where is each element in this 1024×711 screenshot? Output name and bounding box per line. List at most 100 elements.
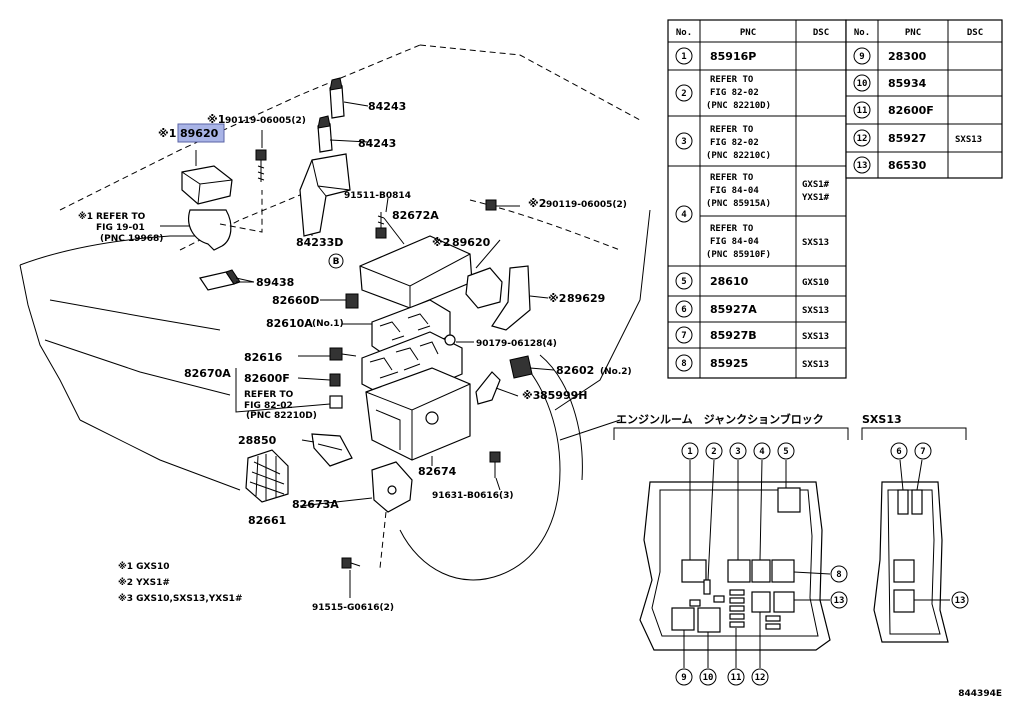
row-no: 3 (681, 137, 686, 147)
refer-fig-19-01-line1: REFER TO (96, 212, 146, 222)
leader-lines (235, 101, 555, 598)
label-82670A: 82670A (184, 367, 231, 380)
relay-89620-left[interactable] (177, 123, 233, 205)
table-row: 12 85927 SXS13 (853, 129, 982, 147)
callout-1: 1 (687, 447, 692, 457)
table-row: 5 28610 GXS10 (675, 272, 829, 290)
note-3: ※3 GXS10,SXS13,YXS1# (118, 593, 242, 604)
label-91631: 91631-B0616(3) (432, 491, 513, 501)
label-82673A: 82673A (292, 498, 339, 511)
header-dsc: DSC (813, 28, 829, 38)
callout-10: 10 (703, 673, 714, 683)
table-row: 3 REFER TO FIG 82-02 (PNC 82210C) (675, 125, 771, 161)
table-row: 2 REFER TO FIG 82-02 (PNC 82210D) (675, 75, 771, 111)
row-no: 6 (681, 305, 686, 315)
row-dsc: SXS13 (955, 135, 982, 145)
mark-1-label: ※1 (207, 113, 225, 126)
row-pnc: 82600F (888, 104, 934, 117)
row-pnc-line: FIG 84-04 (710, 237, 759, 247)
label-89438: 89438 (256, 276, 294, 289)
label-90119-right: 90119-06005(2) (546, 200, 627, 210)
label-89620-left: 89620 (180, 127, 219, 140)
bolt-91511 (375, 212, 387, 239)
relay-slots (671, 487, 801, 633)
refer-fig-82-02-line3: (PNC 82210D) (246, 411, 317, 421)
row-pnc-line: (PNC 85915A) (706, 199, 771, 209)
table-row: 1 85916P (675, 47, 756, 65)
row-no: 7 (681, 331, 686, 341)
row-pnc-line: FIG 82-02 (710, 88, 759, 98)
relay-89620-right (465, 267, 503, 309)
row-pnc: 85927A (710, 303, 757, 316)
bracket-89629 (491, 265, 531, 331)
row-dsc: SXS13 (802, 360, 829, 370)
callout-3: 3 (735, 447, 740, 457)
row-pnc-line: REFER TO (710, 75, 754, 85)
fuse-82602 (509, 355, 533, 379)
row-no: 13 (857, 161, 868, 171)
row-pnc-line: REFER TO (710, 173, 754, 183)
row-pnc-line: REFER TO (710, 224, 754, 234)
label-82674: 82674 (418, 465, 457, 478)
row-pnc-line: FIG 82-02 (710, 138, 759, 148)
header-pnc: PNC (905, 28, 921, 38)
bolt-91631 (489, 451, 501, 478)
label-90119-left: 90119-06005(2) (225, 116, 306, 126)
table-row: 8 85925 SXS13 (675, 354, 829, 372)
row-no: 5 (681, 277, 686, 287)
table-row: 7 85927B SXS13 (675, 326, 829, 344)
bolt-90179 (444, 334, 456, 346)
bolt-90119-left (255, 149, 267, 182)
label-89629: 89629 (567, 292, 605, 305)
label-84243-lower: 84243 (358, 137, 396, 150)
label-no2: (No.2) (600, 367, 632, 377)
row-no: 1 (681, 52, 686, 62)
bolt-91515 (341, 557, 361, 569)
row-dsc: SXS13 (802, 306, 829, 316)
row-dsc: GXS10 (802, 278, 829, 288)
callout-11: 11 (731, 673, 742, 683)
label-90179: 90179-06128(4) (476, 339, 557, 349)
row-no: 11 (857, 106, 868, 116)
fuse-82600F (329, 373, 341, 387)
refer-fig-82-02-line2: FIG 82-02 (244, 401, 293, 411)
circle-b-marker: B (328, 253, 344, 269)
row-no: 10 (857, 79, 868, 89)
circle-b-label: B (333, 257, 340, 267)
row-dsc-line: GXS1# (802, 180, 830, 190)
label-82661: 82661 (248, 514, 286, 527)
label-82610A: 82610A (266, 317, 313, 330)
label-84233D: 84233D (296, 236, 343, 249)
mark-1-label: ※1 (158, 127, 176, 140)
note-2: ※2 YXS1# (118, 577, 170, 588)
label-82616: 82616 (244, 351, 283, 364)
row-pnc: 28610 (710, 275, 749, 288)
row-dsc-line: YXS1# (802, 193, 830, 203)
mark-2-label: ※2 (548, 292, 566, 305)
callout-4: 4 (759, 447, 765, 457)
refer-fig-19-01-line3: (PNC 19968) (100, 234, 163, 244)
callout-13-sxs: 13 (955, 596, 966, 606)
row-no: 9 (859, 52, 864, 62)
parts-table: No. PNC DSC No. PNC DSC 1 85916P 2 REFER… (667, 19, 1003, 379)
sxs13-title: SXS13 (862, 413, 902, 426)
part-highlight (177, 123, 225, 143)
row-pnc: 28300 (888, 50, 927, 63)
mark-2-label: ※2 (432, 236, 450, 249)
row-no: 8 (681, 359, 686, 369)
bolt-90119-right (485, 199, 497, 211)
row-pnc: 86530 (888, 159, 927, 172)
mark-3-label: ※3 (522, 389, 540, 402)
label-85999H: 85999H (540, 389, 587, 402)
junction-block-inset: エンジンルーム ジャンクションブロック SXS13 (613, 412, 969, 686)
bracket-82673A (371, 461, 413, 513)
box-82674 (365, 367, 471, 461)
row-pnc: 85925 (710, 357, 748, 370)
label-28850: 28850 (238, 434, 277, 447)
row-pnc-line: FIG 84-04 (710, 186, 759, 196)
callout-2: 2 (711, 447, 716, 457)
callout-6: 6 (896, 447, 901, 457)
row-pnc: 85927 (888, 132, 926, 145)
